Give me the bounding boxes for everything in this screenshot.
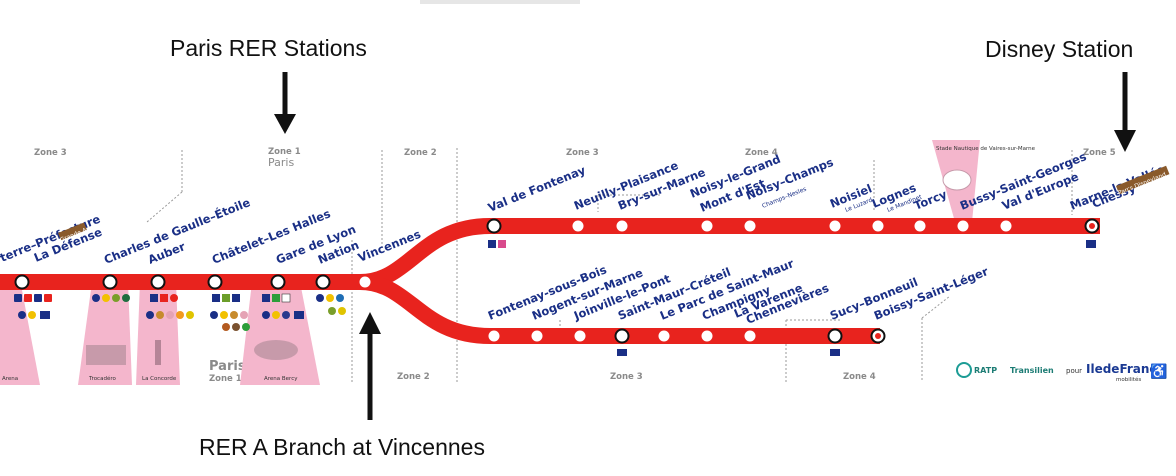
annotation-paris-rer: Paris RER Stations <box>170 35 367 61</box>
ratp-icon <box>956 362 972 378</box>
landmark-concorde <box>136 282 180 385</box>
station-node[interactable] <box>488 330 500 342</box>
station-label: Val de Fontenay <box>486 163 588 215</box>
station-node[interactable] <box>614 328 630 344</box>
station-node[interactable] <box>658 330 670 342</box>
station-node[interactable] <box>359 276 371 288</box>
zone-label: Paris <box>209 359 246 374</box>
station-node[interactable] <box>270 274 286 290</box>
station-node[interactable] <box>829 220 841 232</box>
zone-label: Zone 4 <box>843 372 876 382</box>
annotation-branch: RER A Branch at Vincennes <box>199 434 485 460</box>
landmark-arena <box>0 290 40 385</box>
annotation-arrows <box>274 72 1136 420</box>
station-node[interactable] <box>616 220 628 232</box>
idf-sub: mobilités <box>1116 376 1141 383</box>
station-node[interactable] <box>14 274 30 290</box>
main-trunk <box>0 274 370 290</box>
disney-tag <box>1116 165 1170 195</box>
logos-pour: pour <box>1066 367 1082 375</box>
obelisk-icon <box>155 340 161 365</box>
stadium-icon <box>942 169 972 191</box>
landmark-label: Arena <box>2 376 18 382</box>
zone-label: Zone 2 <box>397 372 430 382</box>
landmark-label: Trocadéro <box>88 375 116 382</box>
person-icon: ♿ <box>1150 363 1167 380</box>
terminus-dot <box>1089 223 1095 229</box>
station-node[interactable] <box>574 330 586 342</box>
zone-label: Zone 1 <box>268 147 301 157</box>
station-node[interactable] <box>150 274 166 290</box>
zone-label: Zone 5 <box>1083 148 1116 158</box>
annotation-disney: Disney Station <box>985 36 1133 62</box>
station-node[interactable] <box>957 220 969 232</box>
zone-label: Zone 4 <box>745 148 778 158</box>
zone-boundaries <box>146 148 1073 382</box>
zone-label: Zone 2 <box>404 148 437 158</box>
station-node[interactable] <box>486 218 502 234</box>
station-node[interactable] <box>914 220 926 232</box>
operator-logos: RATP Transilien pour IledeFrance mobilit… <box>956 362 1167 383</box>
zone-label: Zone 3 <box>566 148 599 158</box>
trocadero-icon <box>86 345 126 365</box>
station-node[interactable] <box>827 328 843 344</box>
arrow-up-icon <box>359 312 381 334</box>
station-node[interactable] <box>572 220 584 232</box>
landmark-label: Arena Bercy <box>264 376 298 382</box>
south-branch <box>359 274 880 344</box>
station-node[interactable] <box>1000 220 1012 232</box>
arrow-down-icon <box>274 114 296 134</box>
zone-label: Zone 3 <box>610 372 643 382</box>
arrow-down-icon <box>1114 130 1136 152</box>
grande-arche-tag <box>58 222 87 241</box>
ratp-logo: RATP <box>974 366 997 375</box>
zone-label: Zone 1 <box>209 374 242 384</box>
landmark-bercy <box>240 282 320 385</box>
landmarks: Arena Trocadéro La Concorde Arena Bercy … <box>0 140 1036 385</box>
bercy-icon <box>254 340 298 360</box>
terminus-dot <box>875 333 881 339</box>
station-node[interactable] <box>701 220 713 232</box>
connection-badges <box>14 240 1096 356</box>
zone-label: Paris <box>268 156 294 169</box>
landmark-label: Stade Nautique de Vaires-sur-Marne <box>936 146 1036 152</box>
station-node[interactable] <box>744 330 756 342</box>
top-bar <box>420 0 580 4</box>
station-node[interactable] <box>102 274 118 290</box>
station-node[interactable] <box>531 330 543 342</box>
station-node[interactable] <box>315 274 331 290</box>
idf-logo: IledeFrance <box>1086 362 1165 376</box>
station-label: Torcy <box>912 187 949 213</box>
station-node[interactable] <box>207 274 223 290</box>
zone-label: Zone 3 <box>34 148 67 158</box>
station-node[interactable] <box>744 220 756 232</box>
station-node[interactable] <box>701 330 713 342</box>
landmark-label: La Concorde <box>142 376 177 382</box>
station-node[interactable] <box>872 220 884 232</box>
transilien-logo: Transilien <box>1010 366 1054 375</box>
